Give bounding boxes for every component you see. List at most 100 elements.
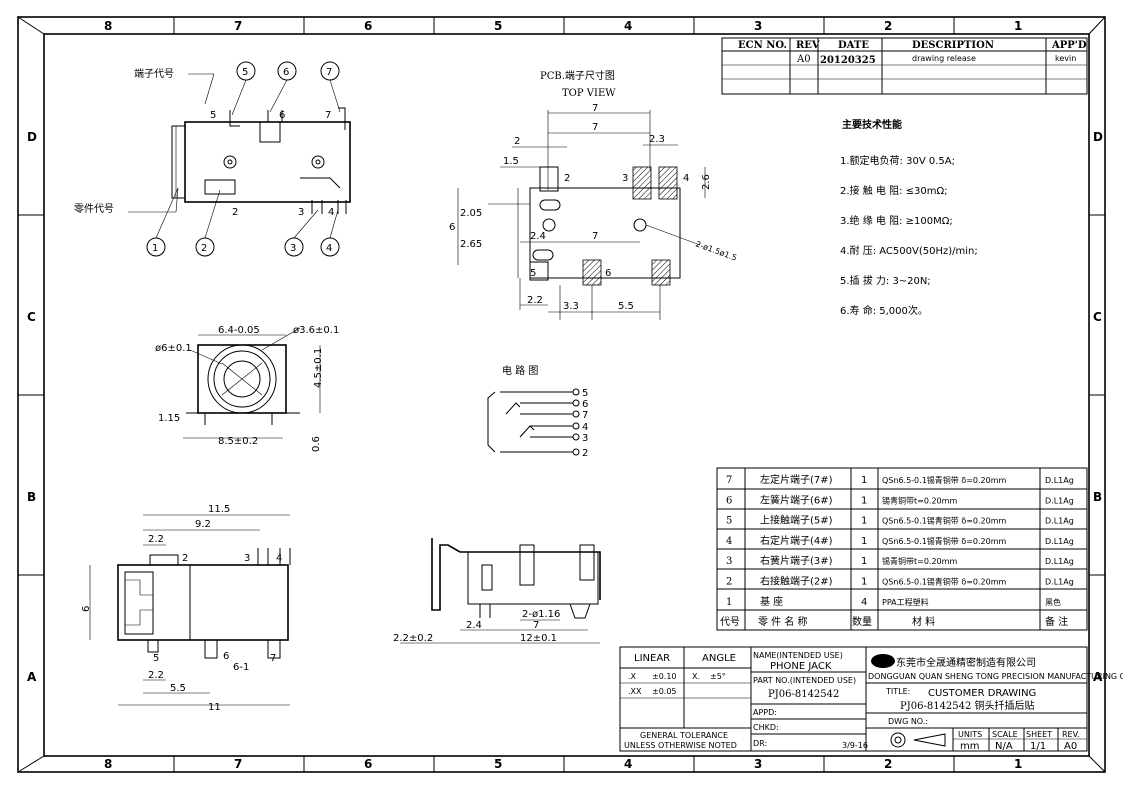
grid-right-A: A <box>1093 670 1103 684</box>
circuit-pin-6: 6 <box>582 399 588 410</box>
bl-dim-6-1: 6-1 <box>233 662 249 673</box>
bom-row-2-finish: D.L1Ag <box>1045 578 1074 587</box>
part-code-label: 零件代号 <box>74 203 114 215</box>
bl-pin-2: 2 <box>182 553 188 564</box>
circuit-pin-4: 4 <box>582 422 588 433</box>
rev-description: drawing release <box>912 54 976 63</box>
tb-angle: ANGLE <box>702 653 736 664</box>
inner-border <box>43 33 1090 757</box>
pcb-dim-holes: 2-ø1.5ø1.5 <box>694 239 738 262</box>
rev-date: 20120325 <box>820 55 876 66</box>
title-block: LINEAR ANGLE .X ±0.10 .XX ±0.05 X. ±5° G… <box>619 646 1123 752</box>
pad-4 <box>658 166 678 200</box>
bom-row-5-name: 上接触端子(5#) <box>760 514 833 527</box>
bom-row-5-material: QSn6.5-0.1锡青铜带 δ=0.20mm <box>882 516 1007 526</box>
circuit-pin-3: 3 <box>582 433 588 444</box>
spec-item-5: 5.插 拔 力: 3~20N; <box>840 274 931 287</box>
bl-dim-2.2b: 2.2 <box>148 670 164 681</box>
bom-row-7-material: QSn6.5-0.1锡青铜带 δ=0.20mm <box>882 475 1007 485</box>
pad-2 <box>539 166 559 192</box>
circuit-title: 电 路 图 <box>502 364 538 377</box>
bom-row-7-finish: D.L1Ag <box>1045 476 1074 485</box>
grid-ticks <box>18 17 1105 772</box>
grid-bottom-1: 1 <box>1014 757 1022 771</box>
bom-row-2-no: 2 <box>726 577 732 588</box>
grid-bottom-6: 6 <box>364 757 372 771</box>
pcb-dim-2.3: 2.3 <box>649 134 665 145</box>
bom-row-1-finish: 黑色 <box>1045 597 1061 607</box>
bom-row-2-qty: 1 <box>861 577 867 588</box>
bl-pin-6: 6 <box>223 651 229 662</box>
pcb-dim-1.5: 1.5 <box>503 156 519 167</box>
bottom-left-view: 11.5 9.2 2.2 2 3 4 6 5 6 6-1 7 2.2 5.5 1… <box>81 504 291 713</box>
callout-7-text: 7 <box>326 67 332 78</box>
pcb-pin-4: 4 <box>683 173 689 184</box>
bs-dim-2.2: 2.2±0.2 <box>393 633 433 644</box>
bom-row-1-name: 基 座 <box>760 595 783 608</box>
circuit-pin-5: 5 <box>582 388 588 399</box>
side-label-6: 6 <box>279 110 285 121</box>
spec-item-6: 6.寿 命: 5,000次。 <box>840 304 928 317</box>
revision-table: ECN NO. REV DATE DESCRIPTION APP'D A0 20… <box>721 37 1088 95</box>
callout-4-text: 4 <box>326 243 332 254</box>
tb-sheet-value: 1/1 <box>1030 741 1046 752</box>
tb-name-label: NAME(INTENDED USE) <box>753 651 843 660</box>
rev-value: A0 <box>796 54 811 65</box>
side-label-7: 7 <box>325 110 331 121</box>
callout-1-text: 1 <box>152 243 158 254</box>
bom-row-6-no: 6 <box>726 495 732 506</box>
bom-row-4-name: 右定片端子(4#) <box>760 534 833 547</box>
bl-dim-5.5: 5.5 <box>170 683 186 694</box>
pcb-footprint-view: PCB.端子尺寸图 TOP VIEW 7 7 2 2.3 1.5 2 3 4 2… <box>449 69 738 320</box>
pcb-title: PCB.端子尺寸图 <box>540 69 615 82</box>
specs-block: 主要技术性能 1.额定电负荷: 30V 0.5A; 2.接 触 电 阻: ≤30… <box>840 118 978 317</box>
pcb-dim-2-side: 2 <box>564 173 570 184</box>
tb-title-value2: PJ06-8142542 铜头扦插后贴 <box>900 699 1035 712</box>
side-view: 端子代号 零件代号 5 6 7 1 2 3 4 <box>74 61 351 257</box>
spec-item-3: 3.绝 缘 电 阻: ≥100MΩ; <box>840 214 953 227</box>
grid-top-8: 8 <box>104 19 112 33</box>
bs-dim-12: 12±0.1 <box>520 633 557 644</box>
bom-row-4-qty: 1 <box>861 536 867 547</box>
pad-6 <box>582 259 602 286</box>
bom-row-5-no: 5 <box>726 516 732 527</box>
bl-pin-5: 5 <box>153 653 159 664</box>
tb-dr: DR: <box>753 739 767 748</box>
bom-row-5-qty: 1 <box>861 516 867 527</box>
spec-item-1: 1.额定电负荷: 30V 0.5A; <box>840 154 955 167</box>
pcb-pin-6: 6 <box>605 268 611 279</box>
bs-dim-holes: 2-ø1.16 <box>522 609 560 620</box>
side-label-2: 2 <box>232 207 238 218</box>
bom-header-name: 零 件 名 称 <box>758 615 808 628</box>
bom-row-4-material: QSn6.5-0.1锡青铜带 δ=0.20mm <box>882 536 1007 546</box>
callout-6-text: 6 <box>283 67 289 78</box>
specs-title: 主要技术性能 <box>842 118 902 131</box>
tb-part-value: PJ06-8142542 <box>768 689 839 700</box>
bom-row-3-material: 锡青铜带t=0.20mm <box>882 556 957 566</box>
grid-top-2: 2 <box>884 19 892 33</box>
tb-part-label: PART NO.(INTENDED USE) <box>753 676 856 685</box>
tb-scale-value: N/A <box>995 741 1013 752</box>
bl-pin-7: 7 <box>270 653 276 664</box>
bl-pin-4: 4 <box>276 553 282 564</box>
slot-hole <box>539 199 561 211</box>
side-label-4: 4 <box>328 207 334 218</box>
bom-row-1-material: PPA工程塑料 <box>882 597 929 607</box>
bom-row-3-finish: D.L1Ag <box>1045 557 1074 566</box>
bs-dim-2.4: 2.4 <box>466 620 482 631</box>
pad-7 <box>651 259 671 286</box>
bom-row-5-finish: D.L1Ag <box>1045 517 1074 526</box>
side-label-3: 3 <box>298 207 304 218</box>
tb-appd: APPD: <box>753 708 777 717</box>
bl-dim-2.2: 2.2 <box>148 534 164 545</box>
bl-pin-3: 3 <box>244 553 250 564</box>
circuit-diagram: 电 路 图 5 6 7 4 3 2 <box>487 364 588 459</box>
callout-3-text: 3 <box>290 243 296 254</box>
grid-top-6: 6 <box>364 19 372 33</box>
rev-header-rev: REV <box>796 40 820 51</box>
grid-right-B: B <box>1093 490 1102 504</box>
pcb-dim-2.2: 2.2 <box>527 295 543 306</box>
grid-left-D: D <box>27 130 37 144</box>
tb-title-value1: CUSTOMER DRAWING <box>928 688 1036 699</box>
